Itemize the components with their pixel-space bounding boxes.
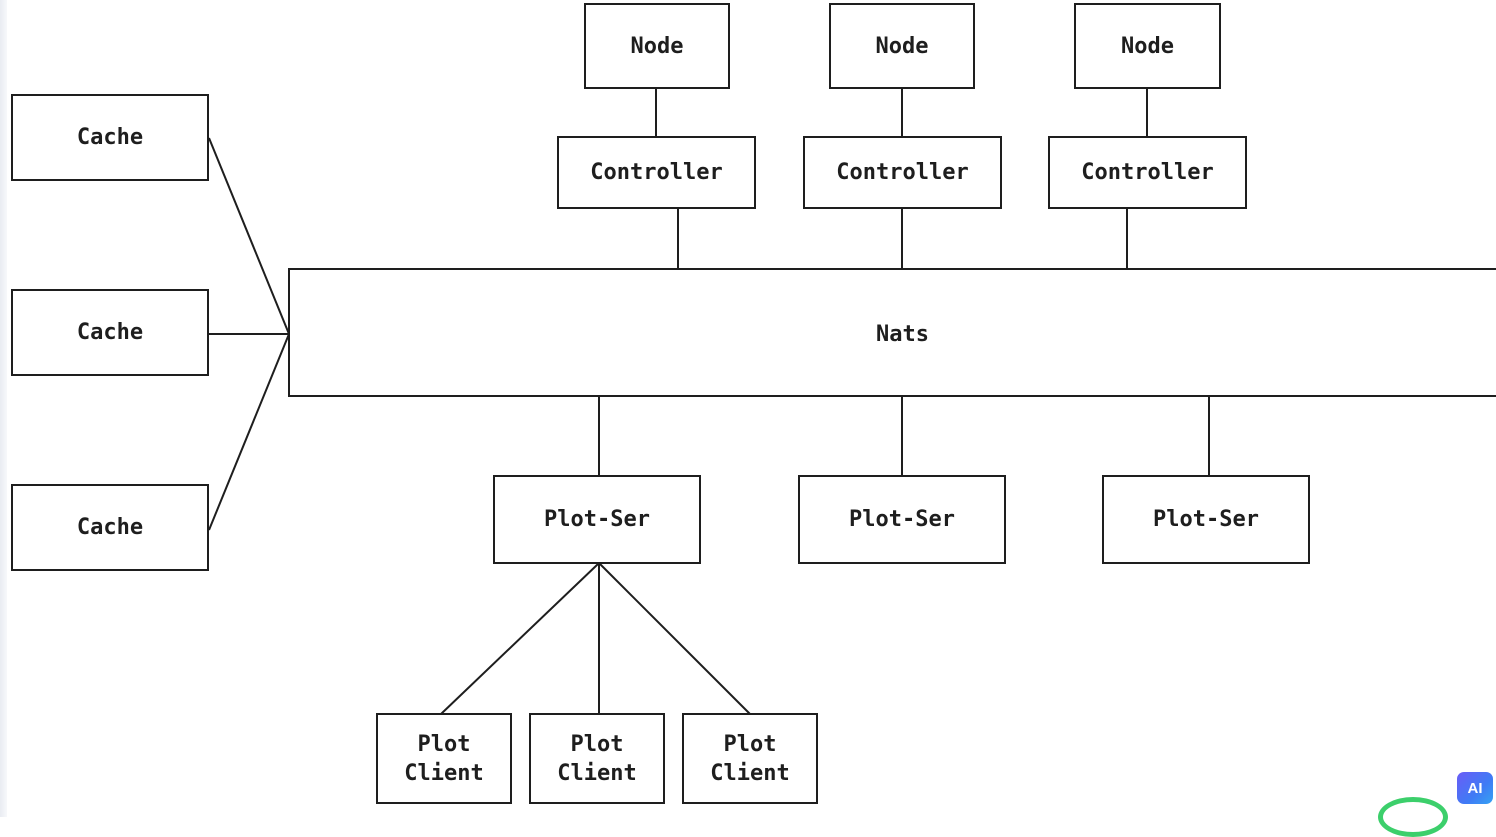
node-box-1: Node [584, 3, 730, 89]
plot-client-label: Plot Client [710, 731, 790, 786]
assistant-blob-icon[interactable] [1378, 797, 1448, 837]
plot-client-label: Plot Client [404, 731, 484, 786]
node-box-3: Node [1074, 3, 1221, 89]
controller-label: Controller [1081, 160, 1214, 185]
cache-label: Cache [76, 125, 144, 150]
plot-server-box-2: Plot-Ser [798, 475, 1006, 564]
plotser-client-link-3 [599, 563, 751, 715]
cache-box-1: Cache [11, 94, 209, 181]
node-box-2: Node [829, 3, 975, 89]
plot-server-label: Plot-Ser [1153, 507, 1259, 532]
plot-server-box-1: Plot-Ser [493, 475, 701, 564]
cache-bus-link-3 [208, 333, 290, 531]
node-label: Node [630, 33, 684, 59]
plot-server-box-3: Plot-Ser [1102, 475, 1310, 564]
node-label: Node [875, 33, 929, 59]
connector-lines [208, 88, 1210, 715]
plot-client-box-3: Plot Client [682, 713, 818, 804]
cache-label: Cache [76, 515, 144, 540]
controller-box-1: Controller [557, 136, 756, 209]
nats-bus-box: Nats [288, 268, 1496, 397]
cache-label: Cache [76, 320, 144, 345]
node-label: Node [1121, 33, 1174, 59]
plot-server-label: Plot-Ser [544, 507, 650, 532]
ai-badge-label: AI [1467, 779, 1483, 797]
plot-client-box-1: Plot Client [376, 713, 512, 804]
left-edge-shade [0, 0, 7, 817]
cache-bus-link-1 [208, 137, 290, 335]
controller-box-2: Controller [803, 136, 1002, 209]
controller-label: Controller [590, 160, 723, 185]
controller-box-3: Controller [1048, 136, 1247, 209]
cache-box-2: Cache [11, 289, 209, 376]
cache-box-3: Cache [11, 484, 209, 571]
plot-client-label: Plot Client [557, 731, 637, 786]
plot-client-box-2: Plot Client [529, 713, 665, 804]
nats-label: Nats [876, 322, 929, 347]
plot-server-label: Plot-Ser [849, 507, 955, 532]
controller-label: Controller [836, 160, 969, 185]
plotser-client-link-1 [440, 563, 599, 715]
ai-assistant-button[interactable]: AI [1457, 772, 1493, 804]
